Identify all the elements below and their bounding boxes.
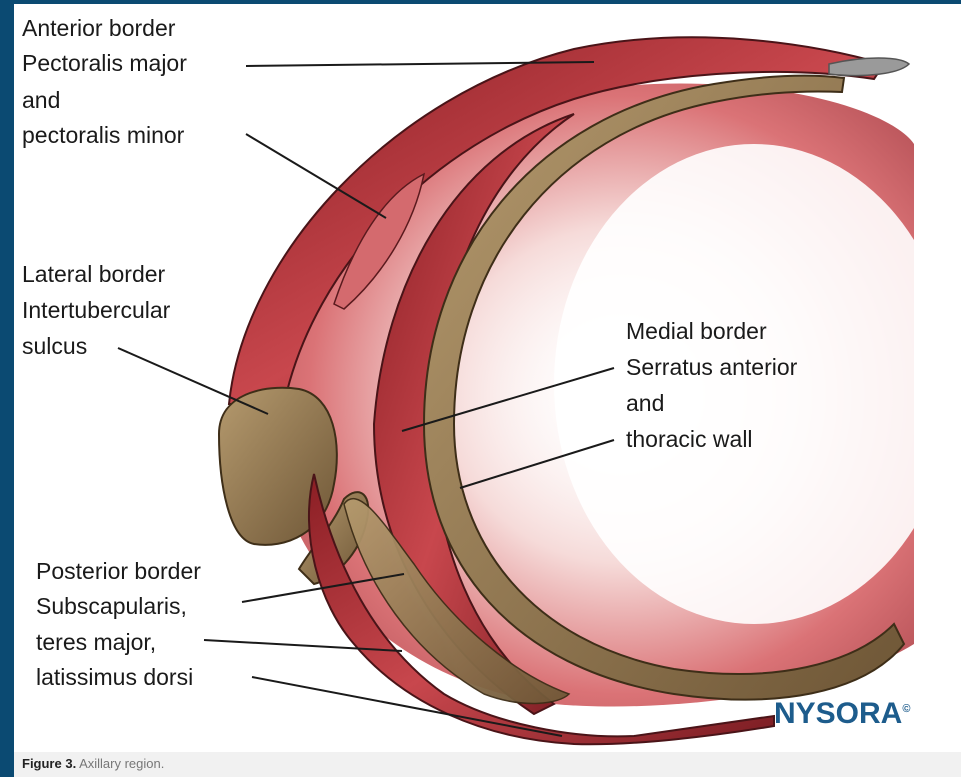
label-subscapularis: Subscapularis, [36,592,187,621]
label-anterior-border: Anterior border [22,14,175,43]
label-sulcus: sulcus [22,332,87,361]
figure-caption-text: Axillary region. [79,756,164,771]
label-posterior-border: Posterior border [36,557,201,586]
label-medial-and: and [626,389,664,418]
label-teres-major: teres major, [36,628,156,657]
figure-number: Figure 3. [22,756,76,771]
figure-panel: Anterior border Pectoralis major and pec… [14,4,961,777]
figure-caption: Figure 3. Axillary region. [22,756,164,771]
copyright-mark: © [902,703,910,715]
label-thoracic-wall: thoracic wall [626,425,753,454]
caption-bar: Figure 3. Axillary region. [14,752,961,777]
label-pectoralis-minor: pectoralis minor [22,121,184,150]
label-serratus-anterior: Serratus anterior [626,353,797,382]
label-intertubercular: Intertubercular [22,296,170,325]
label-anterior-and: and [22,86,60,115]
label-lateral-border: Lateral border [22,260,165,289]
nysora-logo-text: NYSORA [774,697,902,730]
label-latissimus-dorsi: latissimus dorsi [36,663,193,692]
label-pectoralis-major: Pectoralis major [22,49,187,78]
cavity-highlight [554,144,954,624]
nysora-logo: NYSORA© [774,697,910,731]
label-medial-border: Medial border [626,317,767,346]
